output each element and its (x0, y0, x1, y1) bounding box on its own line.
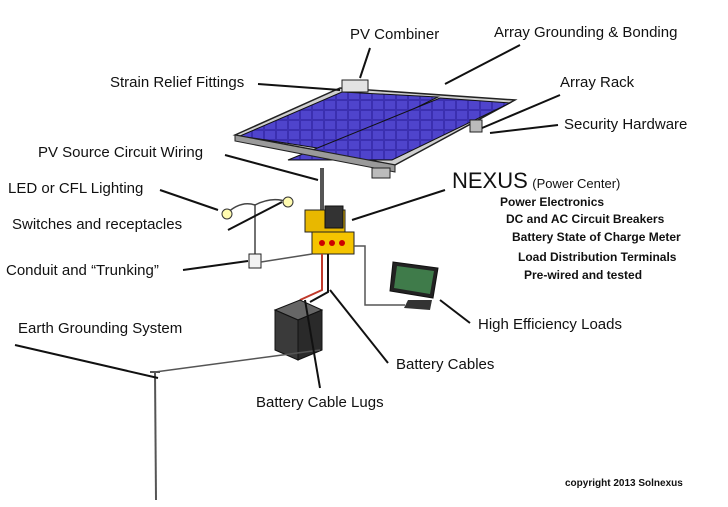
pointer-arrows (14, 44, 561, 389)
nexus-feature: Load Distribution Terminals (518, 250, 677, 264)
label-security-hardware: Security Hardware (564, 116, 688, 133)
battery-cable-black (309, 254, 329, 303)
label-led-cfl-lighting: LED or CFL Lighting (8, 180, 144, 197)
label-conduit-trunking: Conduit and “Trunking” (6, 262, 159, 279)
label-switches-receptacles: Switches and receptacles (12, 216, 183, 233)
pv-combiner-box (341, 79, 369, 93)
switch-box (248, 253, 262, 269)
copyright-notice: copyright 2013 Solnexus (565, 478, 683, 489)
label-strain-relief: Strain Relief Fittings (110, 74, 245, 91)
array-rack (371, 119, 483, 179)
nexus-title: NEXUS (452, 168, 528, 193)
nexus-feature: DC and AC Circuit Breakers (506, 212, 665, 226)
nexus-feature: Power Electronics (500, 195, 605, 209)
earth-ground-rod (150, 349, 321, 501)
nexus-feature: Battery State of Charge Meter (512, 230, 681, 244)
label-earth-grounding: Earth Grounding System (18, 320, 183, 337)
label-array-grounding: Array Grounding & Bonding (494, 24, 678, 41)
led-lights (221, 196, 294, 258)
battery-cable-red (299, 254, 323, 301)
label-high-efficiency-loads: High Efficiency Loads (478, 316, 622, 333)
nexus-subtitle: (Power Center) (532, 176, 621, 191)
nexus-feature: Pre-wired and tested (524, 268, 643, 282)
label-battery-cable-lugs: Battery Cable Lugs (256, 394, 384, 411)
label-array-rack: Array Rack (560, 74, 635, 91)
label-pv-source-wiring: PV Source Circuit Wiring (38, 144, 204, 161)
label-battery-cables: Battery Cables (396, 356, 495, 373)
nexus-power-center (304, 205, 355, 255)
battery (273, 299, 324, 361)
solar-panel-array (232, 87, 518, 173)
label-pv-combiner: PV Combiner (350, 26, 440, 43)
nexus-heading: NEXUS (Power Center) (452, 168, 620, 194)
high-efficiency-monitor (389, 261, 439, 310)
